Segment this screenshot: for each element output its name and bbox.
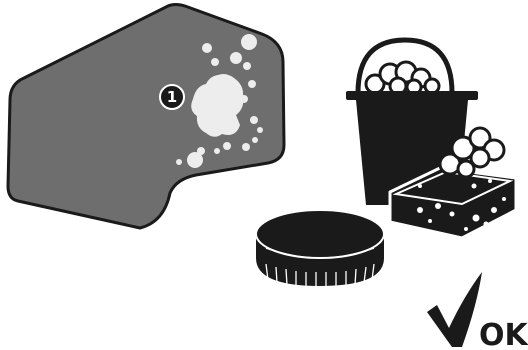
foam-icon [366, 62, 439, 94]
ok-status: OK [427, 272, 528, 350]
callout-number: 1 [167, 88, 177, 106]
brush-icon [256, 210, 384, 287]
ok-label: OK [479, 318, 528, 350]
checkmark-icon [427, 272, 482, 347]
callout-marker: 1 [160, 85, 184, 109]
